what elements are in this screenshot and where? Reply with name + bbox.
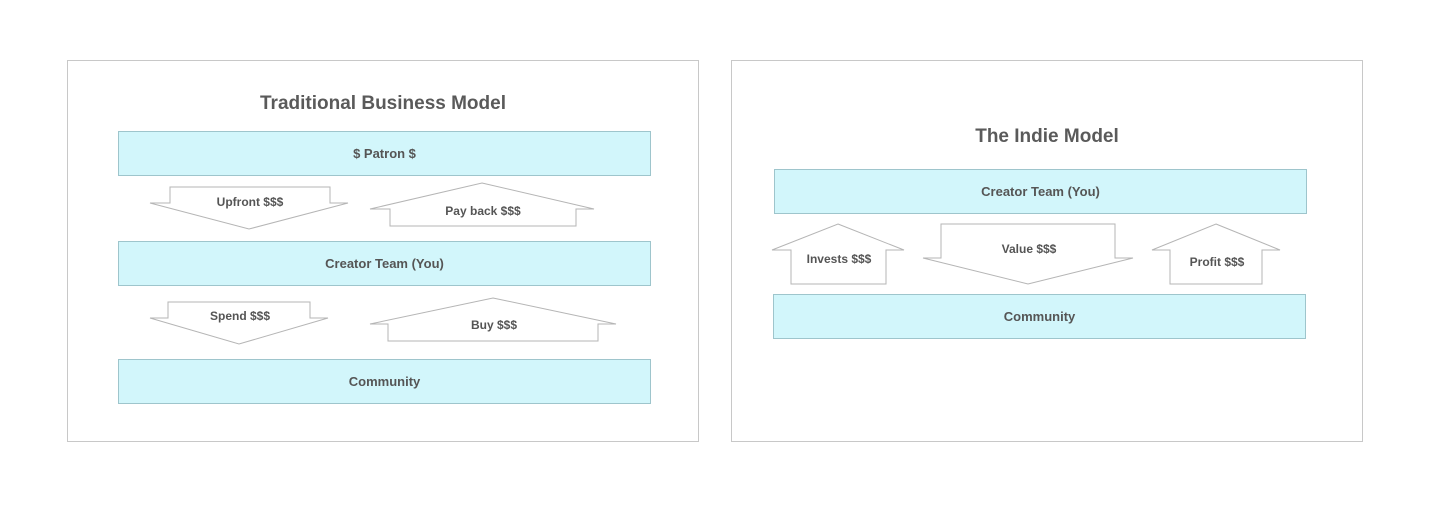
invests-up-arrow: Invests $$$ (771, 223, 906, 285)
buy-up-arrow: Buy $$$ (369, 297, 618, 342)
upfront-down-arrow: Upfront $$$ (149, 186, 350, 230)
traditional-model-title: Traditional Business Model (260, 93, 506, 114)
invests-label: Invests $$$ (806, 252, 872, 266)
traditional-model-panel: Traditional Business Model $ Patron $ Up… (67, 60, 699, 442)
indie-model-panel: The Indie Model Creator Team (You) Inves… (731, 60, 1363, 442)
spend-down-arrow: Spend $$$ (149, 301, 330, 345)
buy-label: Buy $$$ (470, 318, 518, 332)
profit-label: Profit $$$ (1189, 255, 1245, 269)
value-label: Value $$$ (1001, 242, 1057, 256)
community-box: Community (118, 359, 651, 404)
indie-model-title: The Indie Model (975, 126, 1119, 147)
creator-team-box: Creator Team (You) (118, 241, 651, 286)
patron-box: $ Patron $ (118, 131, 651, 176)
value-down-arrow: Value $$$ (922, 223, 1135, 285)
indie-community-box: Community (773, 294, 1306, 339)
payback-up-arrow: Pay back $$$ (369, 182, 596, 227)
profit-up-arrow: Profit $$$ (1151, 223, 1282, 285)
upfront-label: Upfront $$$ (216, 195, 284, 209)
spend-label: Spend $$$ (209, 309, 271, 323)
payback-label: Pay back $$$ (445, 204, 521, 218)
indie-creator-team-box: Creator Team (You) (774, 169, 1307, 214)
